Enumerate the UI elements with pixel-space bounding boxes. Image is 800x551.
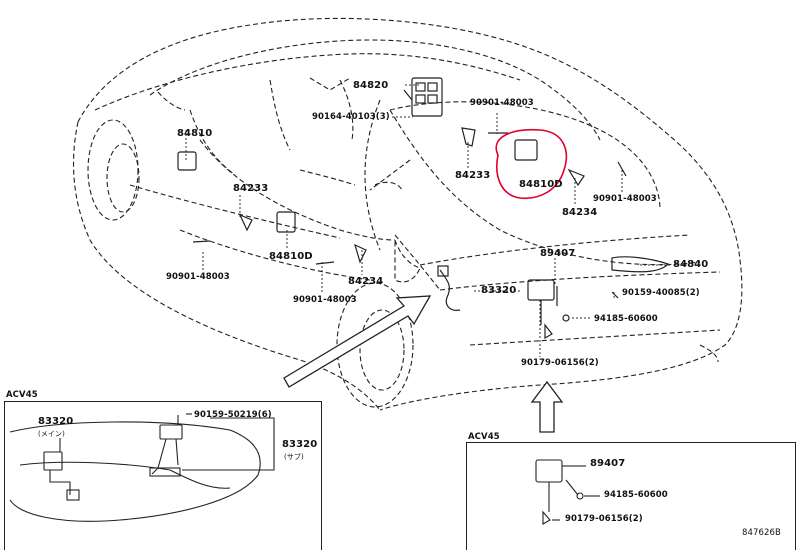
callout-90901-bottom[interactable]: 90901-48003 (293, 295, 357, 305)
inset-box-fuel (4, 401, 322, 550)
diagram-code: 847626B (742, 528, 781, 538)
callout-90159-40085[interactable]: 90159-40085(2) (622, 288, 700, 298)
arrow-up (530, 380, 564, 433)
parts (177, 77, 670, 340)
inset2-illustration (535, 459, 600, 525)
inset2-variant-label: ACV45 (468, 432, 500, 442)
callout-84233-center[interactable]: 84233 (455, 170, 491, 181)
inset-main-note: (メイン) (38, 430, 65, 438)
inset2-callout-90179[interactable]: 90179-06156(2) (565, 514, 643, 524)
callout-84810D-center[interactable]: 84810D (269, 251, 313, 262)
arrow-diagonal (283, 295, 432, 388)
callout-83320[interactable]: 83320 (481, 285, 517, 296)
callout-84233-left[interactable]: 84233 (233, 183, 269, 194)
inset2-callout-94185[interactable]: 94185-60600 (604, 490, 668, 500)
callout-84234-center[interactable]: 84234 (348, 276, 384, 287)
inset-callout-83320-main[interactable]: 83320 (38, 416, 74, 427)
callout-90901-left[interactable]: 90901-48003 (166, 272, 230, 282)
inset-callout-83320-sub[interactable]: 83320 (282, 439, 318, 450)
inset-box-sensor (466, 442, 796, 550)
highlight-circle (495, 128, 568, 199)
car-body-outline (73, 17, 743, 411)
callout-84234-right[interactable]: 84234 (562, 207, 598, 218)
inset-illustration (9, 413, 275, 522)
callout-89407[interactable]: 89407 (540, 248, 576, 259)
callout-94185-60600[interactable]: 94185-60600 (594, 314, 658, 324)
inset-sub-note: (サブ) (284, 453, 304, 461)
inset-variant-label: ACV45 (6, 390, 38, 400)
callout-90901-right[interactable]: 90901-48003 (593, 194, 657, 204)
callout-84820[interactable]: 84820 (353, 80, 389, 91)
callout-90179[interactable]: 90179-06156(2) (521, 358, 599, 368)
callout-84840[interactable]: 84840 (673, 259, 709, 270)
callout-84810D-highlight[interactable]: 84810D (519, 179, 563, 190)
leader-lines (185, 84, 670, 357)
callout-84810-left[interactable]: 84810 (177, 128, 213, 139)
callout-90164[interactable]: 90164-40103(3) (312, 112, 390, 122)
inset2-callout-89407[interactable]: 89407 (590, 458, 626, 469)
callout-90901-top[interactable]: 90901-48003 (470, 98, 534, 108)
inset-callout-90159[interactable]: 90159-50219(6) (194, 410, 272, 420)
